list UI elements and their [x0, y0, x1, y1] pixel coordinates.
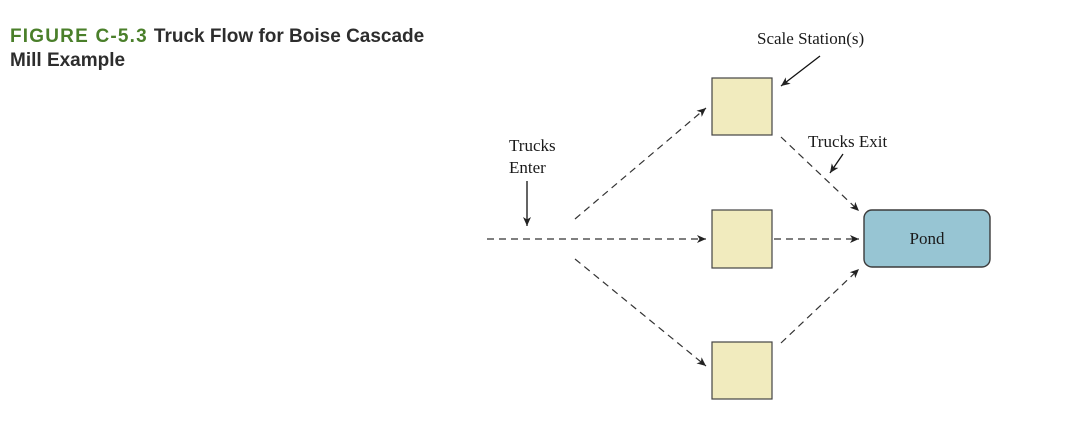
- scale-station-middle: [711, 209, 773, 269]
- scale-station-pointer: [780, 55, 821, 87]
- scale-station-bottom: [711, 341, 773, 400]
- trucks-enter-label-line1: Trucks: [509, 136, 556, 155]
- scale-station-label: Scale Station(s): [757, 29, 864, 48]
- scale-station-top: [711, 77, 773, 136]
- trucks-exit-label: Trucks Exit: [808, 132, 887, 151]
- flow-top-station-to-pond: [780, 136, 860, 212]
- flow-bottom-station-to-pond: [780, 268, 860, 344]
- pond-label: Pond: [910, 229, 945, 248]
- pond-box: [863, 209, 991, 268]
- flow-to-top-station: [574, 107, 707, 220]
- flow-to-bottom-station: [574, 258, 707, 367]
- trucks-enter-label-line2: Enter: [509, 158, 546, 177]
- trucks-exit-pointer: [829, 153, 844, 174]
- figure-number: FIGURE C-5.3: [10, 26, 148, 47]
- figure-title: Truck Flow for Boise Cascade Mill Exampl…: [10, 26, 425, 71]
